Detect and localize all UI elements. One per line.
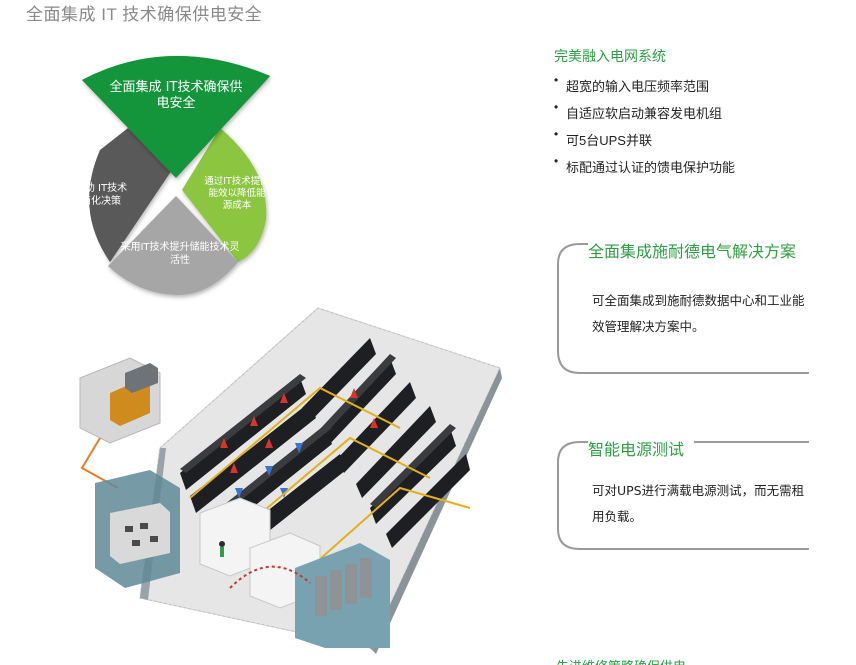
card-title: 智能电源测试 xyxy=(588,440,685,459)
feature-item: •超宽的输入电压频率范围 xyxy=(554,73,710,94)
card-text: 可全面集成到施耐德数据中心和工业能效管理解决方案中。 xyxy=(592,293,805,334)
card-title: 全面集成施耐德电气解决方案 xyxy=(588,242,797,261)
card-text: 可对UPS进行满载电源测试，而无需租用负载。 xyxy=(592,483,805,524)
quadrant-bottom-label: 采用IT技术提升储能技术灵活性 xyxy=(120,242,240,266)
quadrant-shapes xyxy=(82,55,270,296)
feature-list: 完美融入电网系统 •超宽的输入电压频率范围 •自适应软启动兼容发电机组 •可5台… xyxy=(554,46,844,184)
next-section-heading: 先进维修策略确保供电 xyxy=(556,656,756,665)
bullet-icon: • xyxy=(554,127,559,141)
card-frame xyxy=(557,243,809,374)
feature-item: •标配通过认证的馈电保护功能 xyxy=(554,154,736,175)
quadrant-top-label: 全面集成 IT技术确保供电安全 xyxy=(109,80,243,112)
feature-list-heading: 完美融入电网系统 xyxy=(554,48,666,64)
feature-item: •自适应软启动兼容发电机组 xyxy=(554,100,723,121)
feature-item: •可5台UPS并联 xyxy=(554,127,652,148)
page-title: 全面集成 IT 技术确保供电安全 xyxy=(26,5,263,24)
card-frame xyxy=(557,441,809,550)
quadrant-bottom xyxy=(108,196,238,296)
quadrant-right-label: 通过IT技术提高能效以降低能源成本 xyxy=(204,176,270,211)
it-quadrant-diagram: 全面集成 IT技术确保供电安全 借助 IT技术简化决策 通过IT技术提高能效以降… xyxy=(70,40,280,302)
data-center-illustration xyxy=(70,298,502,654)
bullet-icon: • xyxy=(554,100,559,114)
power-test-card: 智能电源测试 可对UPS进行满载电源测试，而无需租用负载。 xyxy=(556,432,809,554)
integration-card: 全面集成施耐德电气解决方案 可全面集成到施耐德数据中心和工业能效管理解决方案中。 xyxy=(556,234,809,376)
bullet-icon: • xyxy=(554,73,559,87)
quadrant-left-label: 借助 IT技术简化决策 xyxy=(74,183,128,207)
quadrant-right xyxy=(182,128,267,262)
bullet-icon: • xyxy=(554,154,559,168)
